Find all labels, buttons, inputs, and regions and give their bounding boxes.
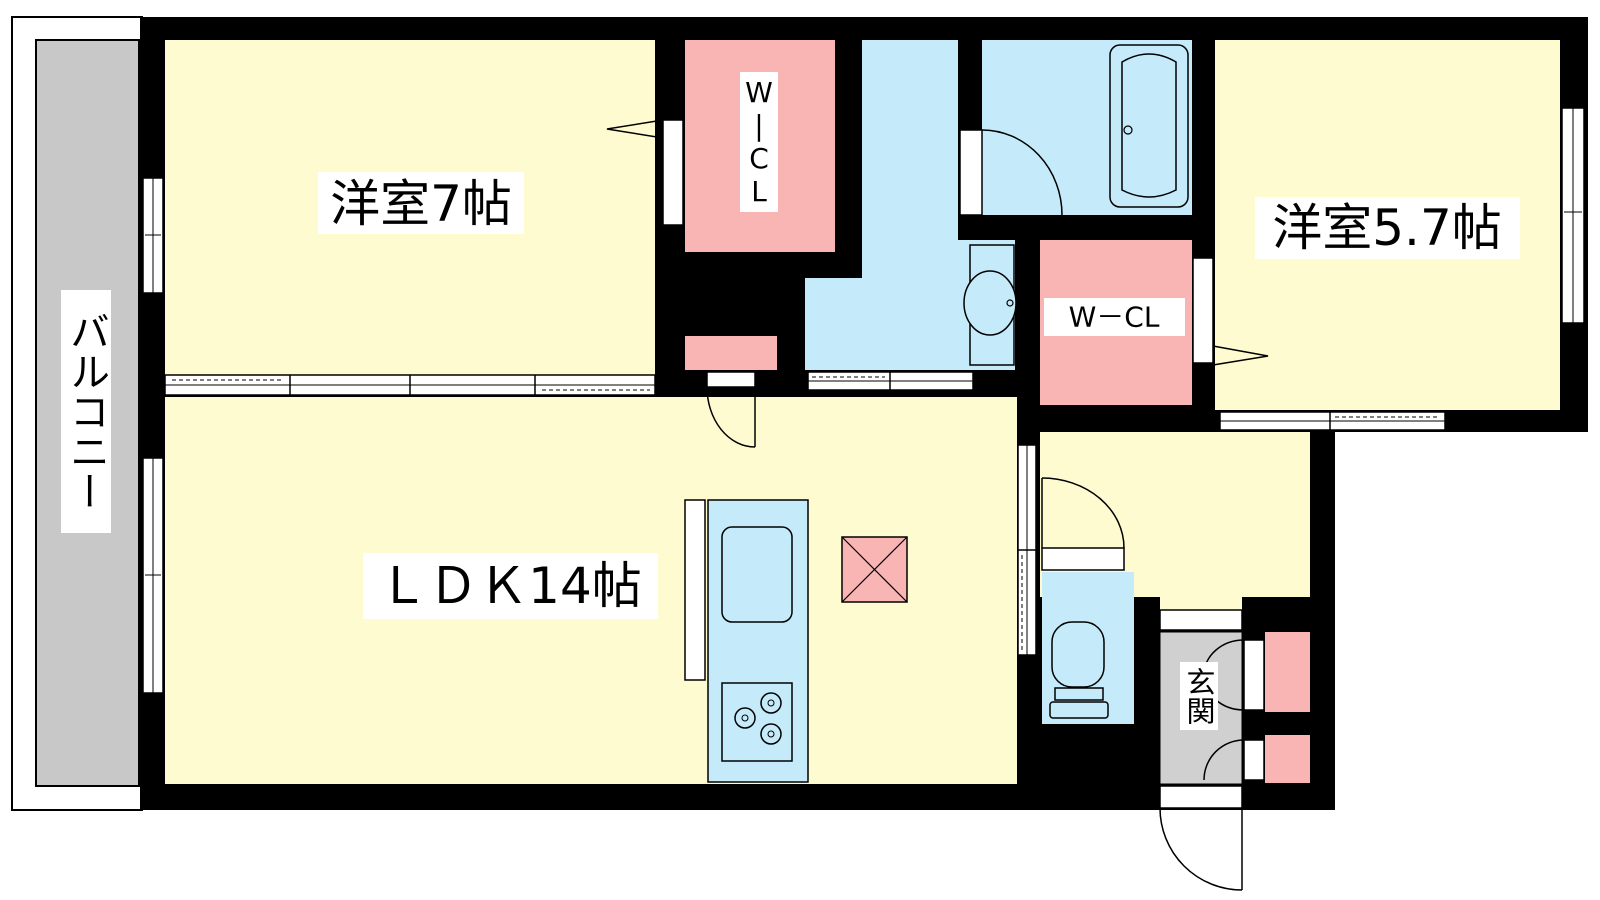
label-wcl-east: W－CL [1069,301,1160,334]
refrigerator-space-icon [841,536,908,603]
closet-door-east [1192,257,1269,366]
label-bg-balcony [61,290,111,533]
label-balcony: バルコニー [63,311,109,511]
door-bathroom [959,129,1063,216]
door-shoe-cabinet-lower [1203,739,1265,781]
washroom [805,40,1015,370]
label-bg-room-east [1255,197,1520,259]
room-label-western-5-7: 洋室5.7帖 [1272,199,1502,257]
sliding-door-room-5-7 [1219,411,1446,431]
room-label-ldk: ＬＤＫ14帖 [378,557,642,615]
wash-basin-icon [963,244,1017,366]
label-bg-wcl-east [1044,298,1185,336]
window-west-upper [142,177,164,294]
door-toilet [1041,477,1125,571]
shoe-cabinet-upper [1265,632,1310,712]
sliding-door-washroom [807,371,974,391]
door-storage [706,371,756,448]
label-entrance: 玄関 [1182,667,1216,725]
storage-small [685,336,777,370]
toilet-icon [1049,621,1109,719]
label-wcl-west: W|CL [743,76,776,208]
sliding-partition-7-ldk [164,374,656,396]
kitchen-sink-icon [721,526,793,623]
sliding-door-ldk-hall [1017,444,1037,656]
label-bg-wcl-west [740,72,778,212]
window-west-lower [142,457,164,694]
label-bg-ldk [363,553,658,619]
label-bg-room-west [318,172,524,234]
door-entrance [1159,609,1243,891]
window-east [1561,107,1585,324]
bathtub-icon [1109,44,1189,208]
stove-icon [721,682,793,762]
shoe-cabinet-lower [1265,735,1310,783]
room-label-western-7: 洋室7帖 [330,175,512,233]
closet-door-west [606,119,684,226]
label-bg-entrance [1180,662,1218,730]
